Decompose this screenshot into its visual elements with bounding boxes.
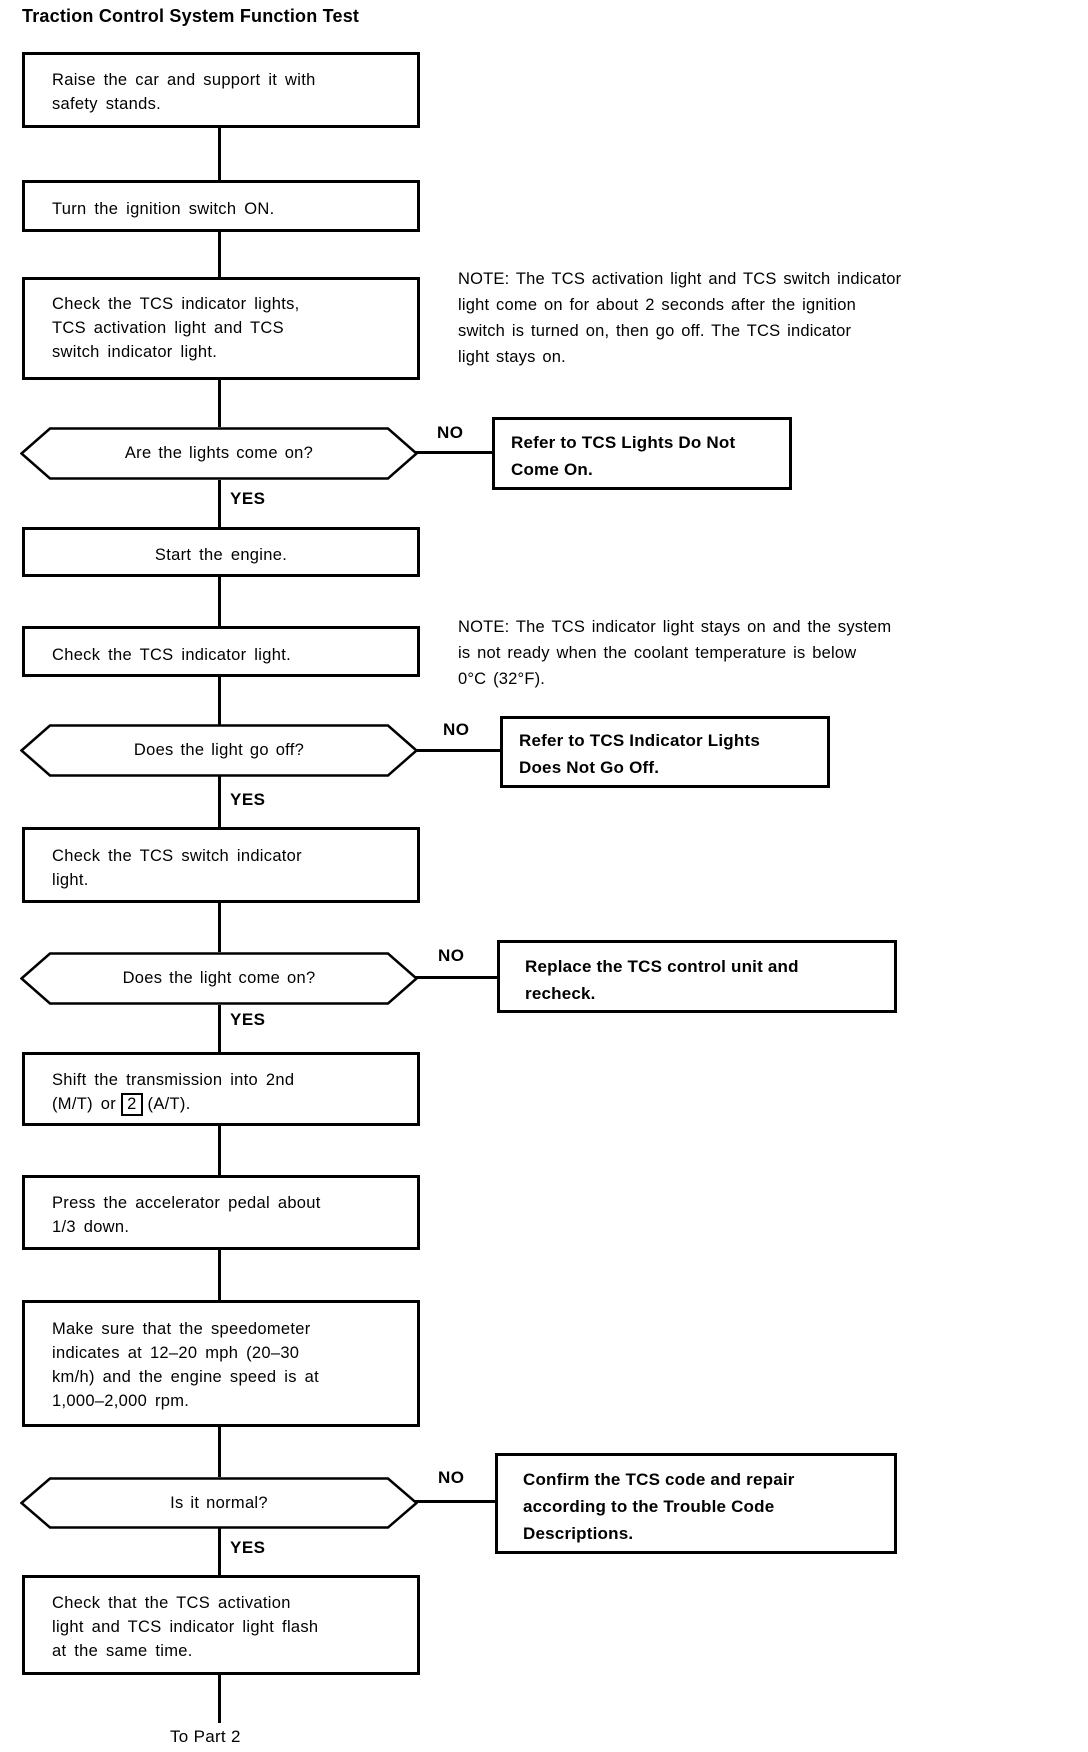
connector-no-1: [415, 451, 492, 454]
connector-switch-to-decision3: [218, 902, 221, 952]
decision-label: Is it normal?: [170, 1493, 268, 1512]
connector-shift-to-press: [218, 1126, 221, 1175]
note-coolant-temperature: NOTE: The TCS indicator light stays on a…: [458, 618, 892, 688]
connector-decision2-to-switch: [218, 776, 221, 827]
connector-no-4: [415, 1500, 495, 1503]
step-check-flash: Check that the TCS activation light and …: [22, 1575, 420, 1675]
yes-label-3: YES: [230, 1010, 266, 1029]
no-label-3: NO: [438, 946, 465, 965]
gear-2-boxed-symbol: 2: [121, 1093, 143, 1116]
step-press-accelerator: Press the accelerator pedal about 1/3 do…: [22, 1175, 420, 1250]
step-check-switch-indicator: Check the TCS switch indicator light.: [22, 827, 420, 903]
shift-text-part2: (A/T).: [147, 1095, 191, 1113]
connector-speedometer-to-decision4: [218, 1427, 221, 1477]
step-start-engine: Start the engine.: [22, 527, 420, 577]
connector-start-to-check-indicator: [218, 577, 221, 626]
connector-decision4-to-flash: [218, 1528, 221, 1575]
no-action-indicator-not-go-off: Refer to TCS Indicator Lights Does Not G…: [500, 716, 830, 788]
connector-check-to-decision2: [218, 677, 221, 725]
shift-text-part1: Shift the transmission into 2nd (M/T) or: [52, 1071, 295, 1113]
step-check-indicator: Check the TCS indicator light.: [22, 626, 420, 677]
no-action-replace-control-unit: Replace the TCS control unit and recheck…: [497, 940, 897, 1013]
page-title: Traction Control System Function Test: [22, 6, 360, 26]
to-part-2-label: To Part 2: [170, 1727, 241, 1746]
step-ignition-on: Turn the ignition switch ON.: [22, 180, 420, 232]
no-action-lights-do-not-come-on: Refer to TCS Lights Do Not Come On.: [492, 417, 792, 490]
decision-hexagon-shape: [20, 1477, 418, 1529]
no-action-confirm-code: Confirm the TCS code and repair accordin…: [495, 1453, 897, 1554]
decision-light-go-off: Does the light go off?: [20, 724, 418, 777]
no-label-4: NO: [438, 1468, 465, 1487]
decision-label: Does the light go off?: [133, 741, 305, 759]
decision-is-it-normal: Is it normal?: [20, 1477, 418, 1529]
yes-label-4: YES: [230, 1538, 266, 1557]
no-label-1: NO: [437, 423, 464, 442]
connector-press-to-speedometer: [218, 1249, 221, 1300]
note-activation-light: NOTE: The TCS activation light and TCS s…: [458, 270, 902, 366]
decision-light-come-on: Does the light come on?: [20, 952, 418, 1005]
connector-decision1-to-start: [218, 480, 221, 527]
connector-no-2: [415, 749, 500, 752]
step-speedometer: Make sure that the speedometer indicates…: [22, 1300, 420, 1427]
decision-label: Are the lights come on?: [124, 444, 314, 462]
yes-label-2: YES: [230, 790, 266, 809]
connector-ignition-to-check: [218, 231, 221, 277]
step-raise-car: Raise the car and support it with safety…: [22, 52, 420, 128]
yes-label-1: YES: [230, 489, 266, 508]
decision-lights-come-on: Are the lights come on?: [20, 427, 418, 480]
connector-no-3: [415, 976, 497, 979]
connector-flash-to-part2: [218, 1675, 221, 1723]
decision-label: Does the light come on?: [122, 969, 316, 987]
connector-check-to-decision1: [218, 380, 221, 427]
connector-decision3-to-shift: [218, 1005, 221, 1052]
step-shift-transmission: Shift the transmission into 2nd (M/T) or…: [22, 1052, 420, 1126]
step-check-lights: Check the TCS indicator lights, TCS acti…: [22, 277, 420, 380]
no-label-2: NO: [443, 720, 470, 739]
connector-raise-to-ignition: [218, 128, 221, 180]
